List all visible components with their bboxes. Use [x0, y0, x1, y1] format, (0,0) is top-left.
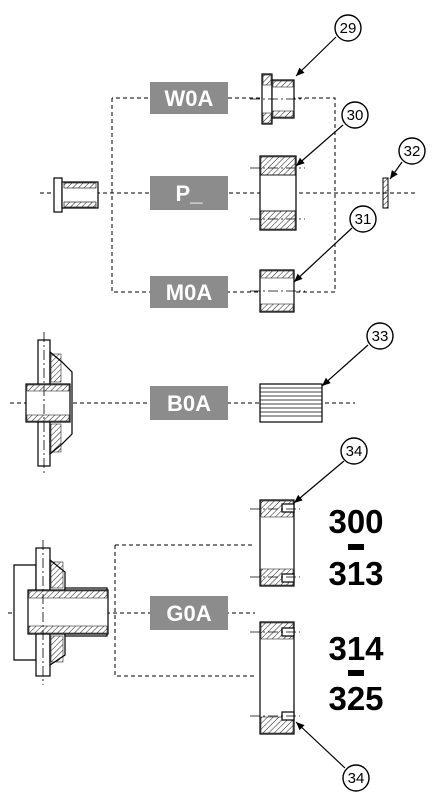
range-1-separator [348, 544, 364, 550]
range-2-separator [348, 670, 364, 676]
part-31-bushing [250, 269, 305, 313]
callout-33-text: 33 [372, 328, 389, 345]
label-p-text: P_ [176, 181, 204, 206]
range-314-325: 314 325 [328, 630, 384, 717]
range-2-start: 314 [328, 630, 384, 667]
callout-31: 31 [293, 205, 377, 283]
range-1-start: 300 [328, 503, 383, 540]
hub-assembly-middle [25, 332, 73, 474]
sleeve-part-left [53, 177, 99, 213]
part-34-ring-lower [250, 621, 300, 735]
part-32-disc [382, 177, 389, 209]
callout-33: 33 [321, 322, 394, 387]
label-w0a-text: W0A [165, 86, 214, 111]
label-g0a: G0A [150, 596, 228, 630]
callout-32: 32 [389, 137, 426, 180]
callout-29: 29 [295, 14, 362, 77]
callout-30: 30 [295, 101, 369, 167]
range-300-313: 300 313 [328, 503, 383, 592]
callout-34-top-text: 34 [346, 443, 363, 460]
label-w0a: W0A [150, 82, 228, 114]
range-1-end: 313 [328, 555, 383, 592]
callout-34-top: 34 [293, 437, 368, 504]
callout-34-bottom-text: 34 [348, 770, 365, 787]
part-33-roller [259, 383, 323, 423]
callout-34-bottom: 34 [295, 721, 370, 792]
callout-31-text: 31 [355, 211, 372, 228]
label-b0a-text: B0A [167, 391, 211, 416]
label-m0a-text: M0A [166, 280, 213, 305]
label-p: P_ [150, 176, 228, 210]
part-34-ring-upper [250, 499, 300, 587]
callout-30-text: 30 [347, 107, 364, 124]
part-30-gear [250, 155, 305, 231]
label-m0a: M0A [150, 276, 228, 308]
label-g0a-text: G0A [166, 601, 211, 626]
callout-29-text: 29 [340, 20, 357, 37]
range-2-end: 325 [328, 680, 383, 717]
top-bracket-lines [40, 97, 415, 293]
callout-32-text: 32 [404, 143, 421, 160]
hub-assembly-bottom [13, 540, 109, 685]
part-29-flanged-bushing [250, 73, 305, 125]
label-b0a: B0A [150, 386, 228, 420]
